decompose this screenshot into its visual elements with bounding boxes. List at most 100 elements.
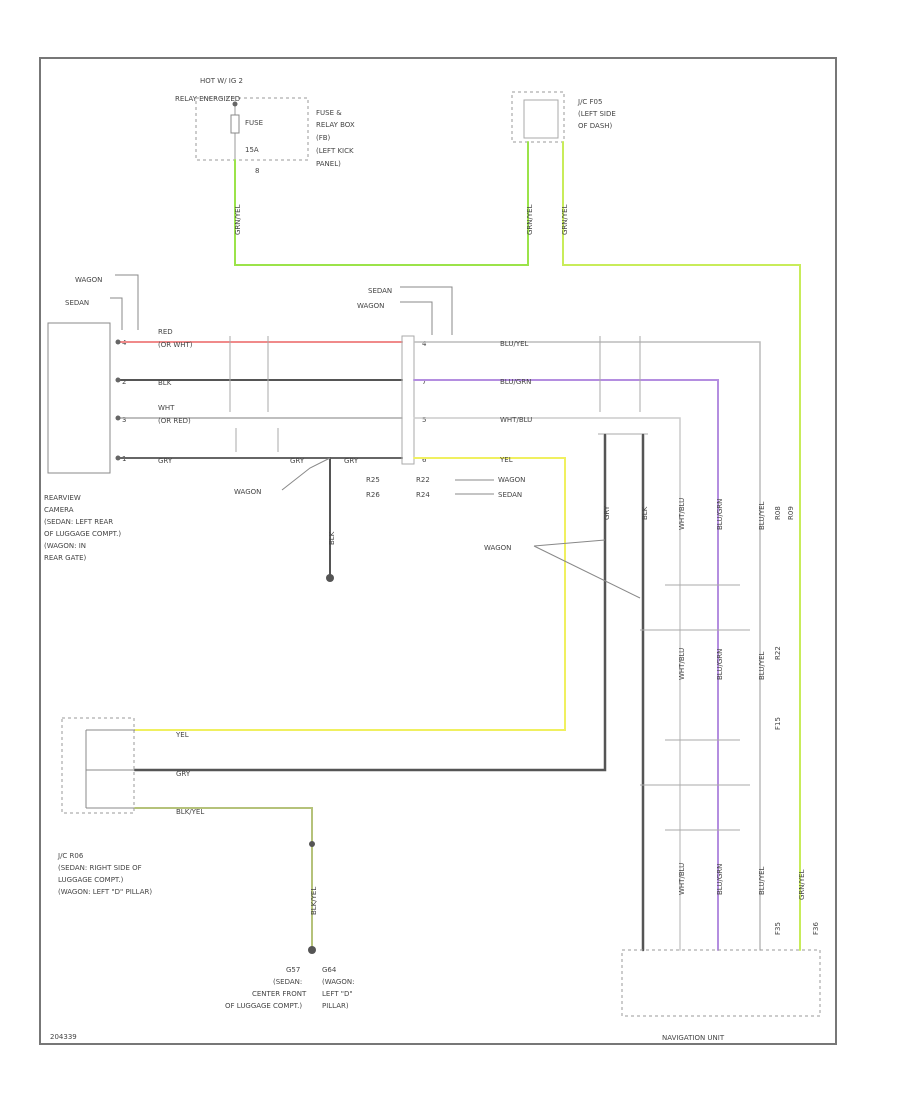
wagon-tag-left-leader [115,274,139,330]
wire-label-wht-blu-r3: WHT/BLU [678,863,686,895]
pin-node [115,377,121,383]
wire-label-grn-yel-1: GRN/YEL [234,204,242,235]
fuse-amp: 15A [245,146,259,154]
mid-pin-3: 5 [422,416,426,424]
wire-grn-yel-top-right [562,141,801,951]
inline-connectors [229,335,415,465]
wire-label-blk-yel-v: BLK/YEL [310,887,318,915]
ground1-line3: CENTER FRONT [252,990,307,998]
sedan-tag-left: SEDAN [65,299,89,307]
right-label-r22: R22 [774,646,782,660]
wire-label-blu-grn-r2: BLU/GRN [716,649,724,680]
jc-f05-outline [511,91,565,143]
relay-label: RELAY ENERGIZED [175,95,240,103]
ground1-line1: G57 [286,966,300,974]
wire-label-wht-alt: (OR RED) [158,417,191,425]
fuse-pin: 8 [255,167,259,175]
wagon-tag-mid: WAGON [357,302,384,310]
conn-r24: R24 [416,491,430,499]
wire-label-blk: BLK [158,379,172,387]
ground2-line4: PILLAR) [322,1002,349,1010]
fuse-symbol [230,114,240,134]
ground1-line2: (SEDAN: [273,978,302,986]
wagon-note-right-leader1 [533,539,606,547]
wagon-note-left: WAGON [234,488,261,496]
ground1-line4: OF LUGGAGE COMPT.) [225,1002,302,1010]
fusebox-line4: (LEFT KICK [316,147,354,155]
right-label-r09: R09 [787,506,795,520]
ground2-line3: LEFT "D" [322,990,353,998]
hot-label: HOT W/ IG 2 [200,77,243,85]
conn-wagon: WAGON [498,476,525,484]
fuse-node [232,101,238,107]
jc-bottom-line3: LUGGAGE COMPT.) [58,876,124,884]
camera-line5: (WAGON: IN [44,542,86,550]
footer-code: 204339 [50,1033,77,1041]
wire-wht-blu [413,417,681,951]
wire-label-blu-yel-r3: BLU/YEL [758,866,766,895]
diagram-border [39,57,837,1045]
mid-pin-2: 7 [422,378,426,386]
jc-top-line1: J/C F05 [577,98,602,106]
camera-line2: CAMERA [44,506,74,514]
wagon-note-right-leader2 [533,545,641,599]
wire-label-wht-blu-r2: WHT/BLU [678,648,686,680]
wire-label-blu-grn: BLU/GRN [500,378,531,386]
wire-label-gry: GRY [158,457,173,465]
camera-pin-2: 2 [122,378,126,386]
pin-node [115,455,121,461]
wire-label-yel: YEL [499,456,513,464]
camera-line3: (SEDAN: LEFT REAR [44,518,113,526]
fusebox-line2: RELAY BOX [316,121,355,129]
wagon-tag-left: WAGON [75,276,102,284]
wire-label-grn-yel-r: GRN/YEL [798,869,806,900]
pin-node [115,339,121,345]
wire-label-blk-ground: BLK [328,531,336,545]
jc-r06-outline [61,717,135,814]
wire-label-wht-blu: WHT/BLU [500,416,532,424]
wire-label-grn-yel-2: GRN/YEL [526,204,534,235]
conn-r22: R22 [416,476,430,484]
jc-bottom-line4: (WAGON: LEFT "D" PILLAR) [58,888,152,896]
wire-label-blk-yel: BLK/YEL [176,808,204,816]
jc-f05-body [523,99,559,139]
sedan-tag-left-leader [110,297,123,330]
wire-blk-yel [134,807,313,951]
wire-label-blu-yel-r: BLU/YEL [758,501,766,530]
right-inline-connectors [598,336,648,435]
navigation-unit-box [621,949,821,1017]
wire-label-blu-grn-r3: BLU/GRN [716,864,724,895]
pin-node [115,415,121,421]
sedan-tag-mid-leader [400,286,453,335]
wire-label-red: RED [158,328,173,336]
camera-line4: OF LUGGAGE COMPT.) [44,530,121,538]
conn-r26: R26 [366,491,380,499]
wire-blu-grn [413,379,719,951]
ground2-line1: G64 [322,966,337,974]
rearview-camera-box [47,322,111,474]
camera-line6: REAR GATE) [44,554,87,562]
fuse-label: FUSE [245,119,263,127]
camera-line1: REARVIEW [44,494,81,502]
jc-top-line3: OF DASH) [578,122,613,130]
wire-label-blk-r: BLK [641,506,649,520]
wire-blu-yel [413,341,761,951]
fusebox-line3: (FB) [316,134,331,142]
right-label-f15: F15 [774,717,782,730]
wire-label-wht: WHT [158,404,175,412]
sedan-tag-mid: SEDAN [368,287,392,295]
wire-label-gry-4: GRY [176,770,191,778]
wire-label-yel-2: YEL [175,731,189,739]
conn-r25: R25 [366,476,380,484]
wire-label-blu-grn-r: BLU/GRN [716,499,724,530]
jc-bottom-line1: J/C R06 [57,852,84,860]
wire-label-blu-yel: BLU/YEL [500,340,529,348]
wire-grn-yel-top-left [234,141,529,266]
wagon-note-left-leader [281,457,331,491]
right-label-f35: F35 [774,922,782,935]
right-label-f36: F36 [812,922,820,935]
wire-label-gry-3: GRY [344,457,359,465]
camera-pin-3: 3 [122,416,126,424]
